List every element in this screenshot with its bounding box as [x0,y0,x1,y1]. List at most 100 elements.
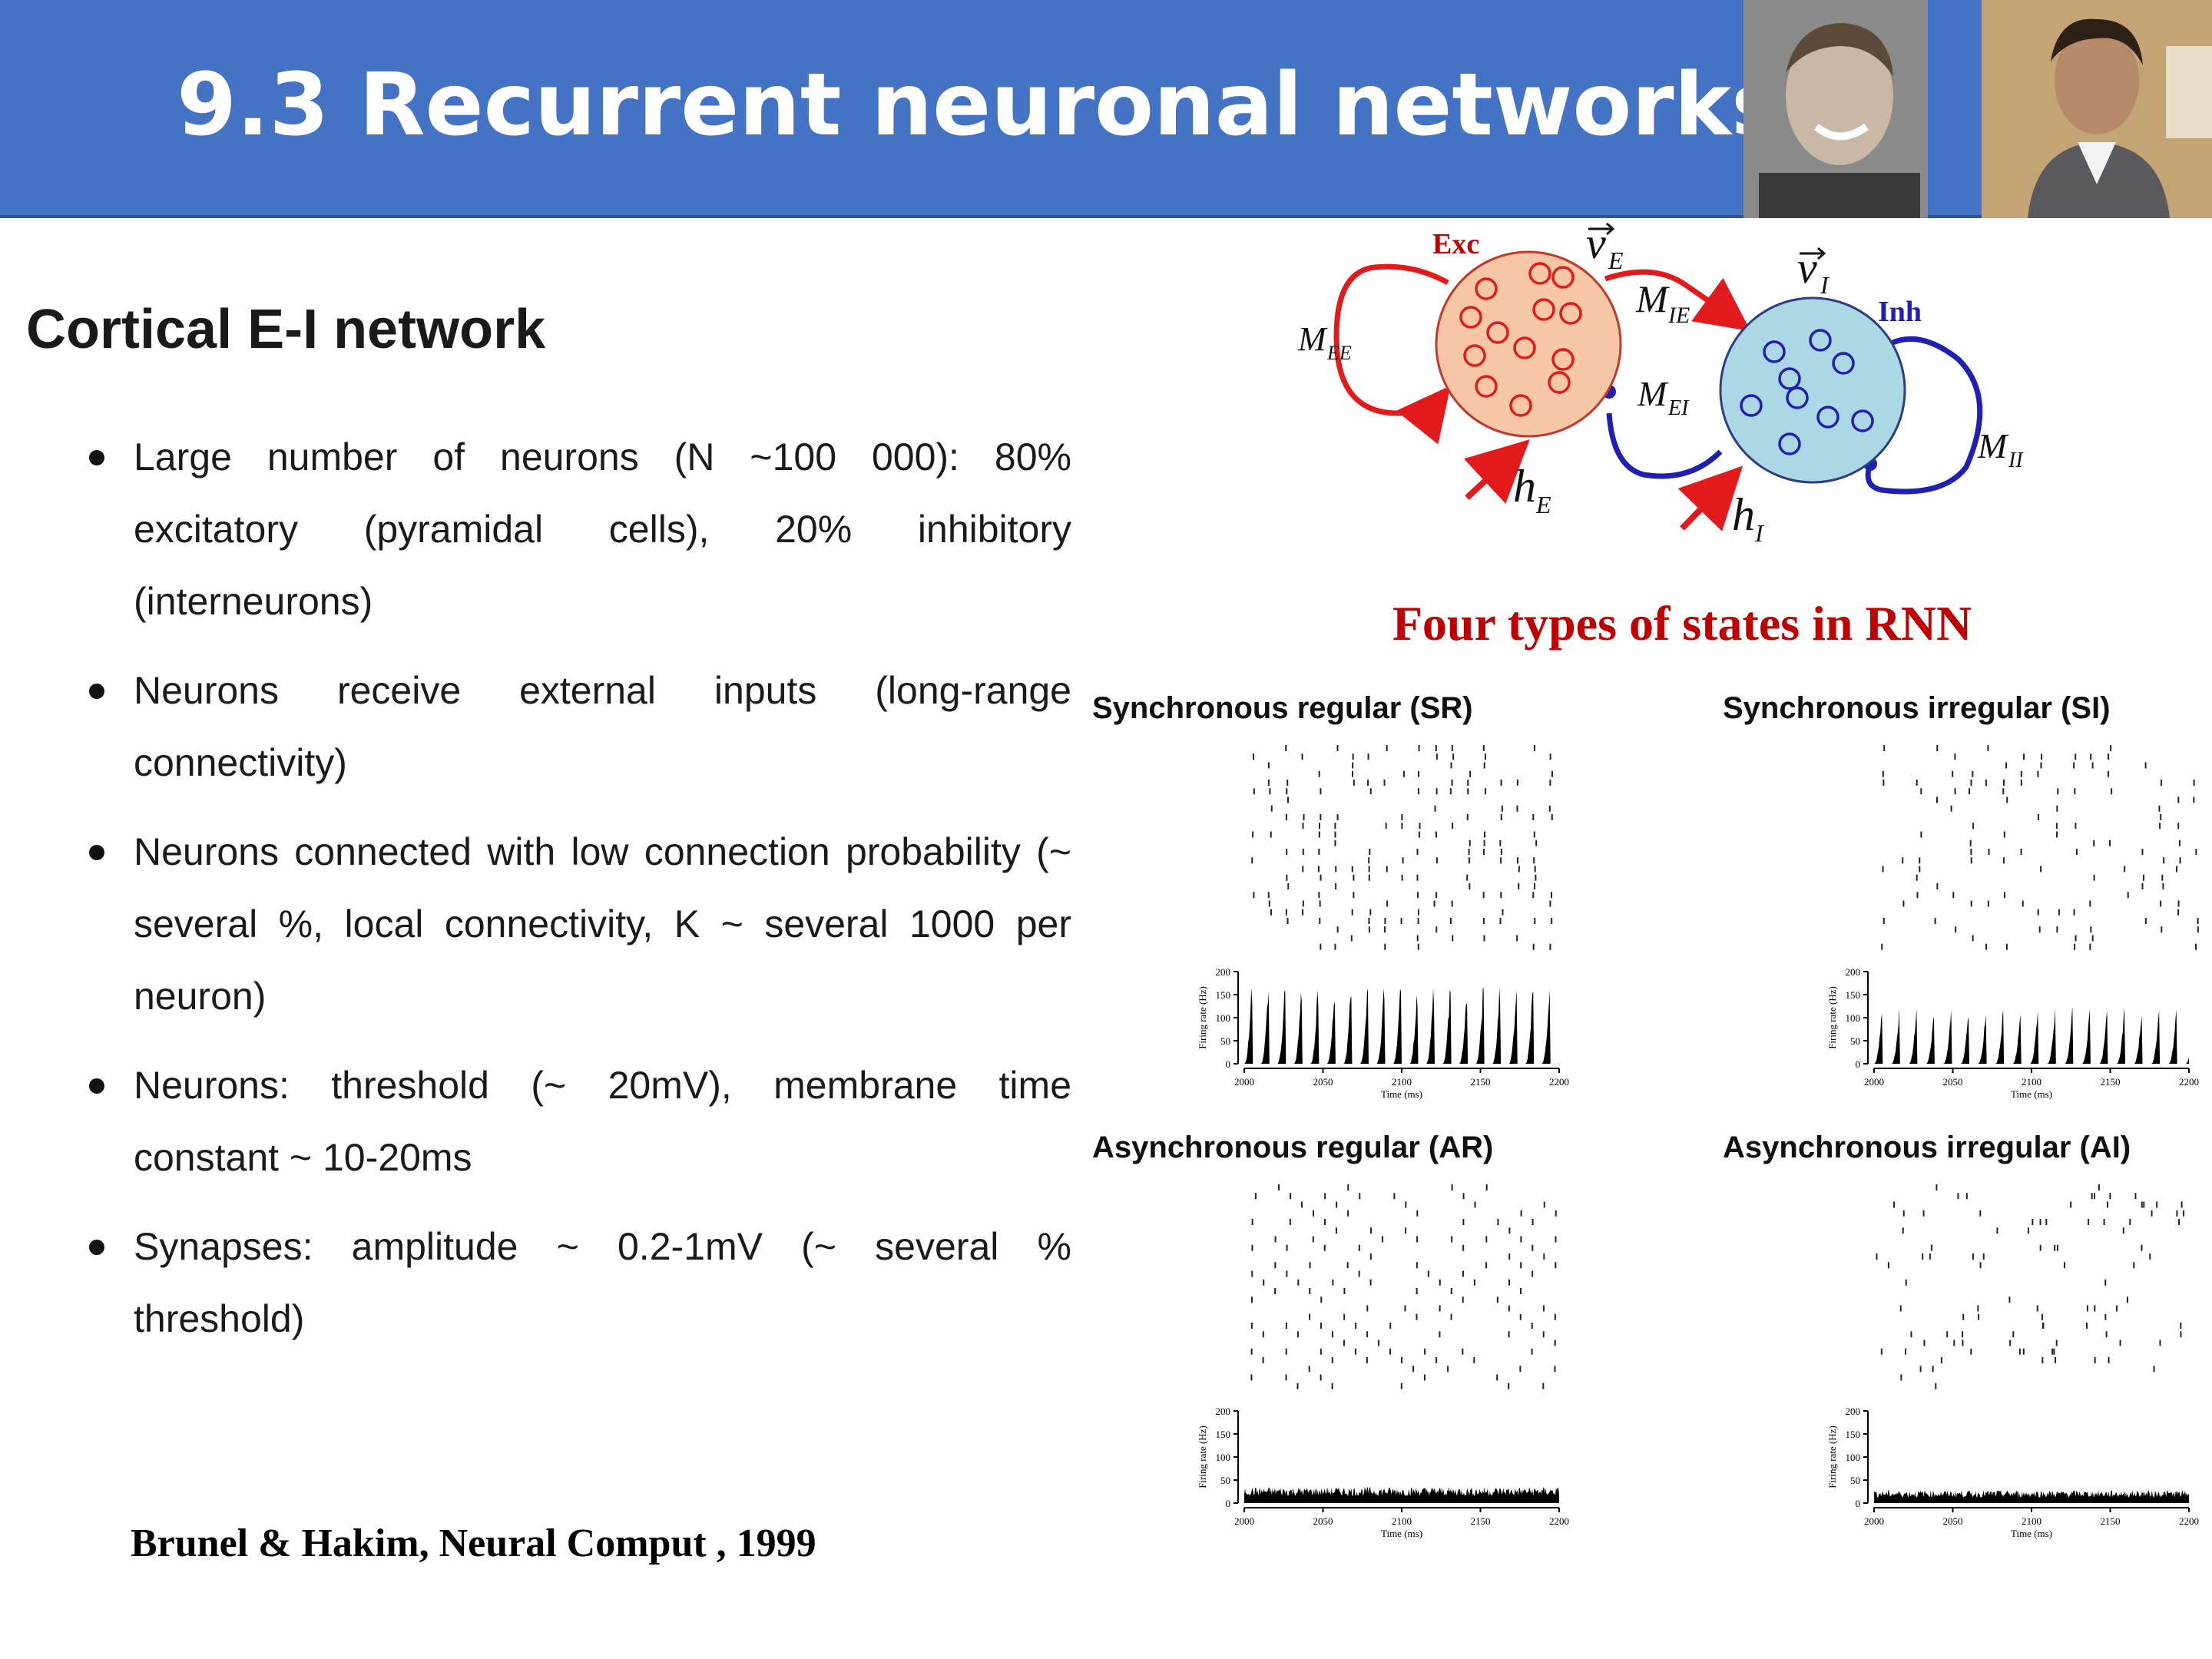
exc-neuron-dot [1532,298,1555,321]
vi-sub: I [1820,271,1830,299]
raster-spikes [1250,1184,1557,1389]
x-tick-label: 2000 [1234,1076,1254,1088]
bullet-item: Large number of neurons (N ~100 000): 80… [84,421,1071,637]
y-tick-label: 50 [1850,1475,1860,1486]
y-axis-label: Firing rate (Hz) [1826,1426,1838,1488]
exc-label: Exc [1432,228,1479,260]
he-sub: E [1535,491,1551,518]
bullet-item: Neurons connected with low connection pr… [84,816,1071,1032]
exc-neuron-dot [1475,375,1498,398]
panel-title-sr: Synchronous regular (SR) [1092,691,1473,725]
speaker-photo-1 [1743,0,1928,218]
y-tick-label: 100 [1846,1452,1861,1463]
x-tick-label: 2200 [2179,1515,2199,1527]
inh-label: Inh [1878,296,1922,328]
mie-sub: IE [1667,303,1690,328]
x-tick-label: 2000 [1864,1076,1884,1088]
y-tick-label: 200 [1216,966,1231,978]
x-tick-label: 2150 [1471,1515,1491,1527]
ei-network-diagram: Exc Inh v E v I M EE M IE M EI M II h E … [1297,221,2024,547]
inh-population [1719,296,1906,484]
inh-neuron-dot [1786,386,1809,409]
mii-sub: II [2008,449,2024,472]
y-tick-label: 0 [1226,1058,1231,1070]
exc-neuron-dot [1463,344,1486,367]
speaker-photo-2 [1982,0,2212,218]
x-tick-label: 2150 [2101,1515,2121,1527]
inh-neuron-dot [1778,367,1801,390]
inh-neuron-dot [1816,406,1839,429]
x-tick-label: 2200 [1549,1515,1569,1527]
y-tick-label: 100 [1216,1452,1231,1463]
exc-neuron-dot [1528,262,1551,285]
x-axis-label: Time (ms) [1381,1528,1422,1539]
x-tick-label: 2200 [1549,1076,1569,1088]
firing-rate-trace [1874,1490,2189,1503]
mei-sub: EI [1667,396,1690,420]
y-axis-label: Firing rate (Hz) [1197,1426,1208,1488]
x-axis-label: Time (ms) [2011,1088,2052,1100]
mie-arrow [1604,269,1751,332]
mee-label: M [1297,320,1328,358]
y-tick-label: 150 [1846,989,1861,1001]
inh-neuron-dot [1740,394,1763,417]
bullet-item: Neurons: threshold (~ 20mV), membrane ti… [84,1049,1071,1194]
firing-rate-trace [1874,1006,2189,1064]
y-tick-label: 150 [1216,1429,1231,1440]
x-tick-label: 2050 [1313,1076,1333,1088]
states-title: Four types of states in RNN [1392,596,1972,651]
he-arrow [1463,439,1530,504]
y-tick-label: 200 [1846,966,1861,978]
hi-sub: I [1754,519,1764,547]
exc-neuron-dot [1509,394,1532,417]
x-tick-label: 2100 [1392,1076,1412,1088]
y-axis-label: Firing rate (Hz) [1826,986,1838,1049]
y-tick-label: 0 [1856,1058,1861,1070]
citation: Brunel & Hakim, Neural Comput , 1999 [131,1522,816,1565]
x-tick-label: 2100 [2022,1515,2041,1527]
exc-neuron-dot [1559,302,1582,325]
slide-title: 9.3 Recurrent neuronal networks [177,55,1783,155]
raster-spikes [1881,745,2199,950]
mee-loop [1333,263,1451,445]
mie-label: M [1635,277,1670,320]
exc-neuron-dot [1548,371,1571,394]
exc-neuron-dot [1486,321,1509,344]
inh-neuron-dot [1809,329,1832,352]
raster-spikes [1876,1184,2185,1389]
x-tick-label: 2150 [1471,1076,1491,1088]
panel-title-si: Synchronous irregular (SI) [1723,691,2111,725]
x-tick-label: 2050 [1943,1515,1963,1527]
y-tick-label: 100 [1846,1012,1861,1024]
section-title: Cortical E-I network [26,299,546,360]
inh-neuron-dot [1851,409,1874,432]
mee-sub: EE [1326,342,1352,364]
exc-population [1435,250,1622,438]
panel-title-ar: Asynchronous regular (AR) [1092,1131,1494,1164]
mei-label: M [1637,374,1669,413]
exc-neuron-dot [1459,306,1482,329]
bullet-item: Synapses: amplitude ~ 0.2-1mV (~ several… [84,1210,1071,1355]
y-tick-label: 50 [1220,1475,1230,1486]
firing-rate-trace [1244,987,1559,1064]
y-tick-label: 50 [1850,1035,1860,1047]
y-tick-label: 100 [1216,1012,1231,1024]
x-tick-label: 2100 [1392,1515,1412,1527]
x-axis-label: Time (ms) [2011,1528,2052,1539]
x-tick-label: 2050 [1313,1515,1333,1527]
x-tick-label: 2200 [2179,1076,2199,1088]
he-label: h [1513,461,1536,512]
y-tick-label: 150 [1216,989,1231,1001]
bullet-list: Large number of neurons (N ~100 000): 80… [84,421,1071,1372]
mei-arrow [1606,412,1723,479]
inh-neuron-dot [1832,352,1855,375]
y-tick-label: 150 [1846,1429,1861,1440]
x-tick-label: 2000 [1234,1515,1254,1527]
x-tick-label: 2100 [2022,1076,2041,1088]
y-tick-label: 50 [1220,1035,1230,1047]
vi-label: v [1797,243,1817,293]
